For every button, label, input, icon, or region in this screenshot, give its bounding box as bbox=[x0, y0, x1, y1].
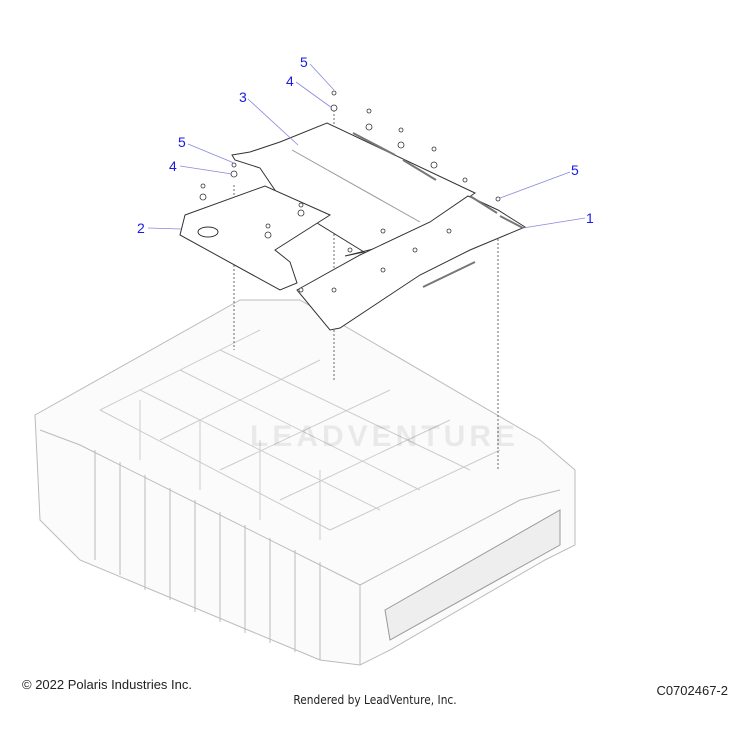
callout-1-panel[interactable]: 1 bbox=[586, 210, 594, 226]
watermark: LEADVENTURE bbox=[250, 420, 520, 453]
rendered-by-text: Rendered by LeadVenture, Inc. bbox=[293, 692, 457, 707]
panel-1 bbox=[296, 195, 527, 331]
callout-5-screw[interactable]: 5 bbox=[300, 54, 308, 70]
callout-5-screw[interactable]: 5 bbox=[571, 162, 579, 178]
callout-3-panel[interactable]: 3 bbox=[239, 89, 247, 105]
fasteners bbox=[199, 90, 501, 293]
callout-2-panel[interactable]: 2 bbox=[137, 220, 145, 236]
callout-4-washer[interactable]: 4 bbox=[286, 73, 294, 89]
callout-4-washer[interactable]: 4 bbox=[169, 158, 177, 174]
diagram-number: C0702467-2 bbox=[656, 683, 728, 698]
cargo-box bbox=[34, 299, 576, 666]
leader-lines bbox=[147, 63, 586, 230]
panel-2 bbox=[179, 185, 332, 291]
callout-5-screw[interactable]: 5 bbox=[178, 134, 186, 150]
copyright-text: © 2022 Polaris Industries Inc. bbox=[22, 677, 192, 692]
